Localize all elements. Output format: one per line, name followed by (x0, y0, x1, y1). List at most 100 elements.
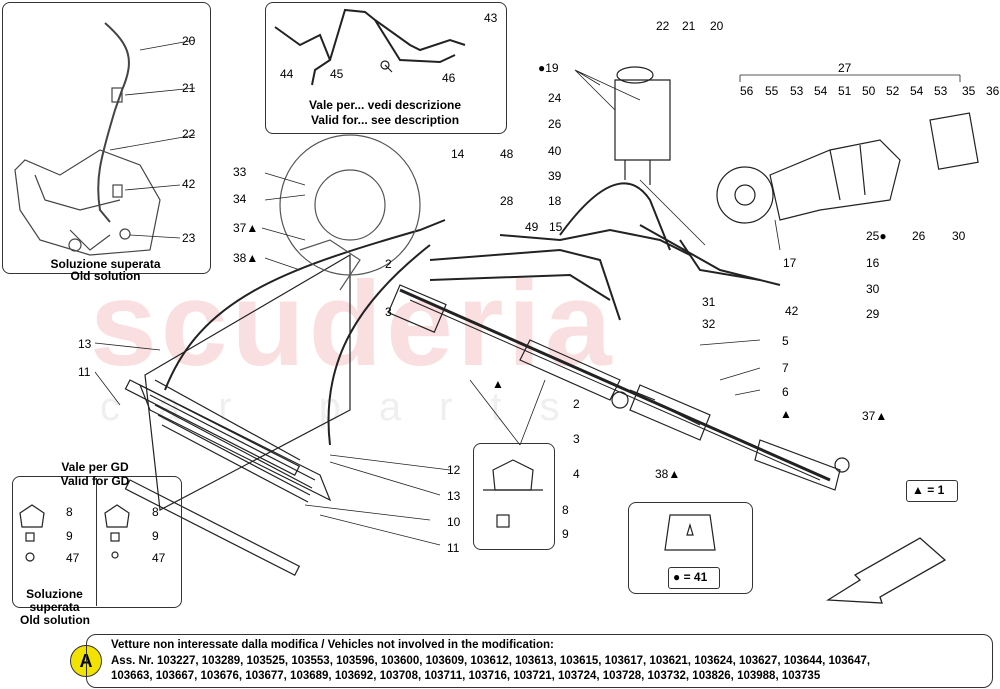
label-45: 45 (330, 67, 344, 81)
label-49: 49 (525, 220, 539, 234)
bullet-icon: ● (538, 61, 546, 75)
label-30-mid: 30 (866, 282, 880, 296)
label-46: 46 (442, 71, 456, 85)
brake-disc (279, 134, 421, 291)
triangle-legend-box (906, 480, 958, 502)
label-20: 20 (182, 34, 196, 48)
gd-clamp-sketch (19, 504, 130, 562)
ferrari-kit-legend-box (668, 567, 720, 589)
label-37-left-text: 37 (233, 221, 247, 235)
label-20-main: 20 (710, 19, 724, 33)
valid-for-caption-en: Valid for... see description (310, 113, 460, 127)
gd-old-caption-1: Soluzione (26, 587, 83, 601)
triangle-marker-1: ▲ (492, 378, 504, 390)
triangle-marker-2: ▲ (780, 408, 792, 420)
steering-rack (387, 284, 850, 491)
triangle-icon: ▲ (668, 467, 681, 481)
gd-inset (12, 476, 182, 608)
label-56: 56 (740, 84, 754, 98)
label-37-right: 37▲ (862, 410, 887, 422)
triangle-icon: ▲ (780, 407, 792, 421)
gd-inset-divider (96, 478, 97, 606)
label-17: 17 (783, 256, 797, 270)
direction-arrow-icon (825, 537, 947, 604)
label-42-main: 42 (785, 304, 799, 318)
old-solution-inset-top-left (2, 2, 211, 274)
power-steering-pump (716, 112, 979, 224)
valid-for-inset (265, 2, 507, 134)
label-53-b: 53 (934, 84, 948, 98)
label-51: 51 (838, 84, 852, 98)
ferrari-kit-inset (628, 502, 753, 594)
label-36: 36 (986, 84, 1000, 98)
label-3-mid: 3 (573, 432, 580, 446)
label-40: 40 (548, 144, 562, 158)
reservoir (614, 66, 671, 185)
label-26-right: 26 (912, 229, 926, 243)
label-39: 39 (548, 169, 562, 183)
label-44: 44 (280, 67, 294, 81)
note-line-1: Vetture non interessate dalla modifica /… (111, 639, 554, 651)
clamp-detail-inset (473, 443, 555, 550)
bullet-icon: ● (673, 570, 681, 584)
ferrari-kit-sketch (664, 514, 716, 551)
label-37-left: 37▲ (233, 222, 258, 234)
gd-old-caption-3: Old solution (20, 613, 90, 627)
gd-label-8-left: 8 (66, 505, 73, 519)
label-22-main: 22 (656, 19, 670, 33)
old-solution-caption-it: Soluzione superata (50, 257, 161, 271)
label-34: 34 (233, 192, 247, 206)
gd-label-47-left: 47 (66, 551, 80, 565)
triangle-icon: ▲ (875, 409, 888, 423)
label-30-right: 30 (952, 229, 966, 243)
note-line-2: Ass. Nr. 103227, 103289, 103525, 103553,… (111, 655, 871, 667)
label-33: 33 (233, 165, 247, 179)
triangle-icon: ▲ (492, 377, 504, 391)
label-48: 48 (500, 147, 514, 161)
gd-old-caption-2: superata (29, 600, 80, 614)
bullet-icon: ● (879, 229, 887, 243)
label-13-left: 13 (78, 337, 92, 351)
leader-lines (94, 39, 961, 546)
label-15: 15 (549, 220, 563, 234)
label-19: ●19 (538, 62, 559, 74)
label-54-b: 54 (910, 84, 924, 98)
ferrari-kit-legend-text: = 41 (683, 570, 708, 584)
label-2-mid: 2 (573, 397, 580, 411)
label-11-left: 11 (78, 365, 91, 379)
label-21-main: 21 (682, 19, 696, 33)
detail-label-8: 8 (562, 503, 569, 517)
label-13-bottom: 13 (447, 489, 461, 503)
label-5: 5 (782, 334, 789, 348)
label-6: 6 (782, 385, 789, 399)
oil-cooler-radiator (124, 219, 446, 576)
label-3-left: 3 (385, 305, 392, 319)
old-solution-caption-en: Old solution (70, 269, 141, 283)
gd-label-9-left: 9 (66, 529, 73, 543)
label-16: 16 (866, 256, 880, 270)
hoses (429, 182, 781, 321)
label-7: 7 (782, 361, 789, 375)
label-22: 22 (182, 127, 196, 141)
label-38-left: 38▲ (233, 252, 258, 264)
label-54-a: 54 (814, 84, 828, 98)
triangle-icon: ▲ (246, 221, 259, 235)
detail-label-9: 9 (562, 527, 569, 541)
label-26-top: 26 (548, 117, 562, 131)
label-25-text: 25 (866, 229, 880, 243)
label-53-a: 53 (790, 84, 804, 98)
label-4: 4 (573, 467, 580, 481)
gd-title-it: Vale per GD (61, 460, 129, 474)
gd-label-47-right: 47 (152, 551, 166, 565)
note-line-3: 103663, 103667, 103676, 103677, 103689, … (111, 670, 821, 682)
label-27: 27 (838, 61, 852, 75)
valid-for-pipes-sketch (274, 8, 466, 86)
modification-note: Vetture non interessate dalla modifica /… (86, 634, 993, 688)
label-29: 29 (866, 307, 880, 321)
label-10: 10 (447, 515, 461, 529)
label-14: 14 (451, 147, 465, 161)
label-25: 25● (866, 230, 887, 242)
label-37-right-text: 37 (862, 409, 876, 423)
triangle-legend: ▲ = 1 (912, 483, 944, 497)
